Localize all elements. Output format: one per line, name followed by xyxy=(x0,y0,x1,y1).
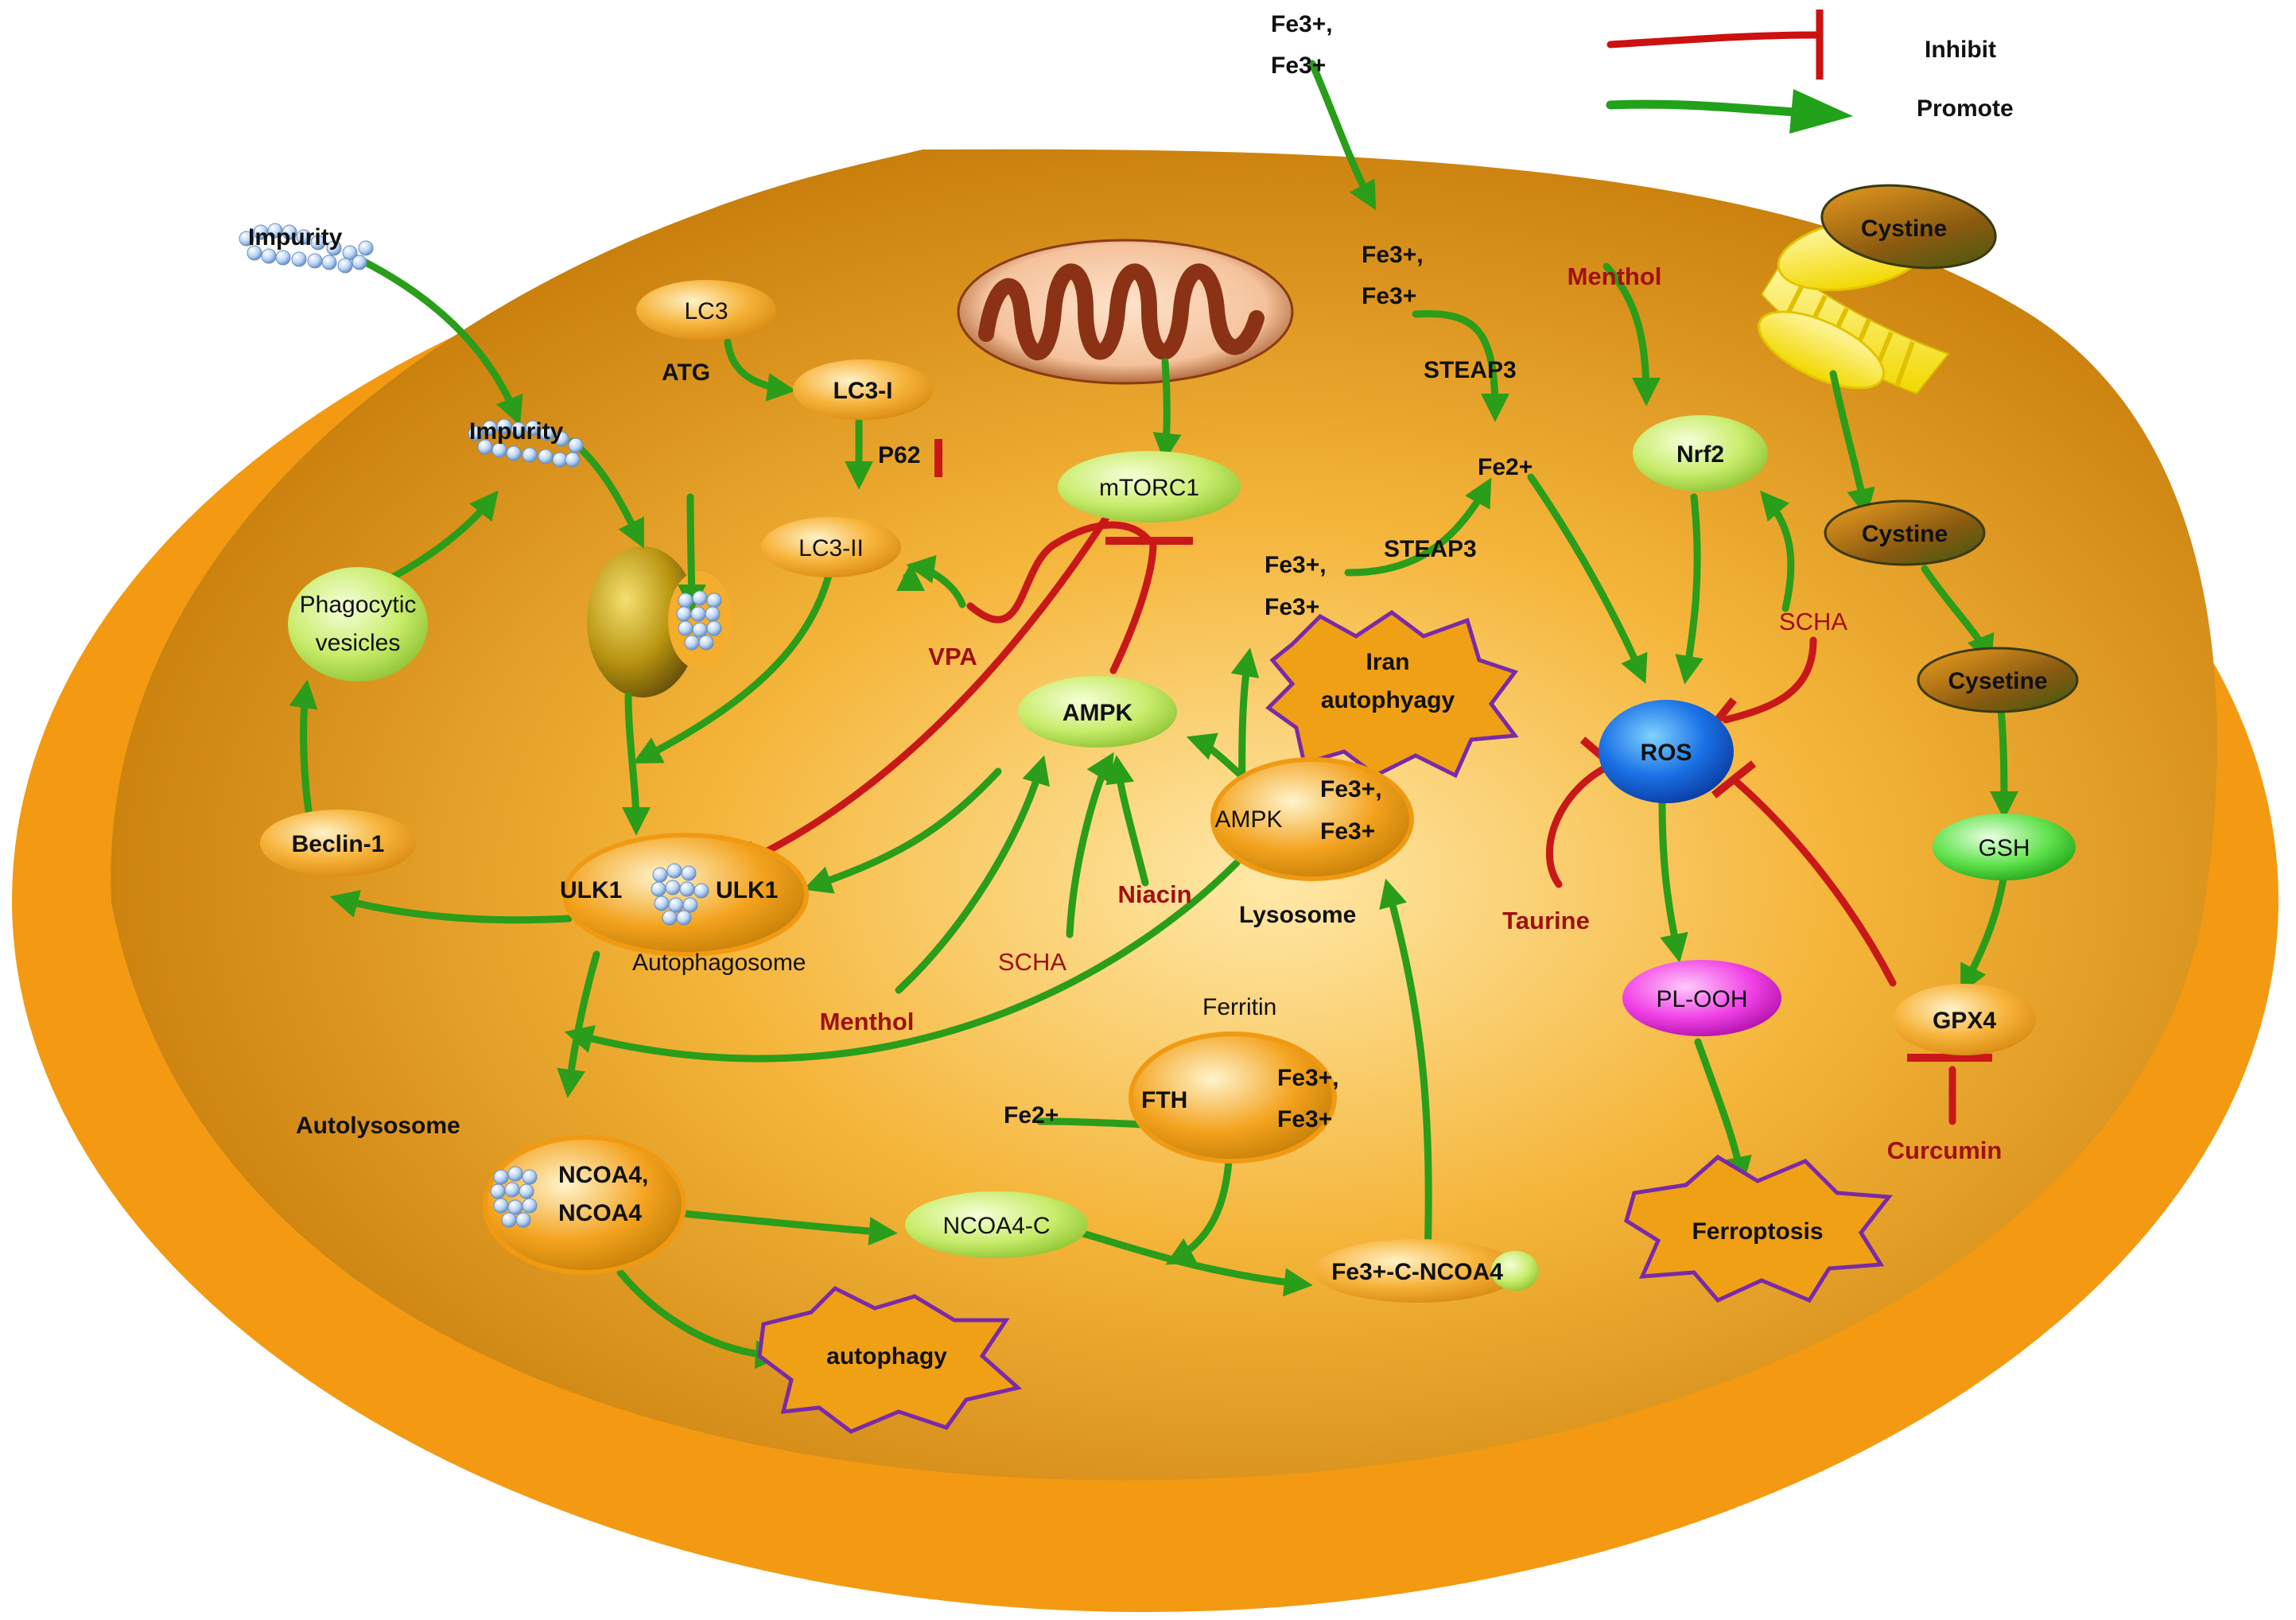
ferritin-body xyxy=(1129,1031,1337,1164)
lysosome-fe-line2: Fe3+ xyxy=(1320,818,1375,845)
beclin-node xyxy=(260,810,416,876)
fe3-c-ncoa4-label: Fe3+-C-NCOA4 xyxy=(1331,1259,1503,1285)
cysetine-label: Cysetine xyxy=(1948,668,2047,694)
menthol-nrf2-label: Menthol xyxy=(1568,262,1662,290)
ulk1-left-label: ULK1 xyxy=(560,877,622,903)
cystine-outer-node xyxy=(1820,184,1997,270)
autophagosome-label: Autophagosome xyxy=(632,950,806,976)
lc3-i-label: LC3-I xyxy=(833,378,893,404)
gsh-node xyxy=(1933,814,2076,880)
ferroptosis-star xyxy=(1624,1154,1893,1303)
taurine-inhibit-ros xyxy=(1545,759,1618,888)
legend: Inhibit Promote xyxy=(1606,10,2014,134)
promote-legend-label: Promote xyxy=(1917,95,2014,122)
ferritin-label: Ferritin xyxy=(1202,994,1276,1020)
fe3-c-ncoa4-tip xyxy=(1491,1251,1539,1291)
ampk-inhibit-mtorc1 xyxy=(1109,539,1157,674)
ncoa4-label-2: NCOA4 xyxy=(558,1200,642,1226)
iran-label-1: Iran xyxy=(1366,649,1409,675)
nrf2-node xyxy=(1633,415,1768,491)
pl-ooh-node xyxy=(1622,960,1781,1036)
ulk1-right-label: ULK1 xyxy=(716,877,778,903)
ampk-label: AMPK xyxy=(1063,700,1133,726)
external-fe3-line1: Fe3+, xyxy=(1271,11,1333,37)
nodes xyxy=(260,184,2079,1303)
scha-inhibit-ros xyxy=(1722,636,1817,724)
lysosome-label: Lysosome xyxy=(1239,902,1356,928)
nrf2-label: Nrf2 xyxy=(1676,441,1724,468)
cystine-inner-label: Cystine xyxy=(1862,521,1948,547)
ncoa4-label-1: NCOA4, xyxy=(558,1162,648,1188)
niacin-label: Niacin xyxy=(1117,880,1191,908)
fe2-main-label: Fe2+ xyxy=(1478,454,1533,480)
gpx4-inhibit-ros xyxy=(1730,775,1897,987)
menthol-ampk-label: Menthol xyxy=(820,1008,915,1035)
fe3-inner-line1: Fe3+, xyxy=(1362,242,1424,268)
gpx4-label: GPX4 xyxy=(1933,1008,1996,1034)
cystine-outer-label: Cystine xyxy=(1861,216,1947,242)
lysosome-ampk-label: AMPK xyxy=(1214,806,1282,833)
lysosome-fe-line1: Fe3+, xyxy=(1320,776,1382,802)
ros-node xyxy=(1599,700,1734,803)
atg-label: ATG xyxy=(662,359,710,386)
lysosome xyxy=(1210,757,1414,881)
autophagy-label: autophagy xyxy=(826,1343,947,1369)
scha-ampk-label: SCHA xyxy=(998,948,1066,976)
mtorc1-node xyxy=(1058,451,1241,523)
phagocytic-label-1: Phagocytic xyxy=(300,592,417,618)
fth-label: FTH xyxy=(1141,1087,1187,1113)
impurity-outer-label: Impurity xyxy=(248,224,343,251)
curcumin-label: Curcumin xyxy=(1887,1136,2003,1164)
mtorc1-inhibit-ulk1 xyxy=(748,505,1116,863)
p62-label: P62 xyxy=(878,442,920,468)
autolysosome xyxy=(483,1135,686,1275)
cysetine-node xyxy=(1917,647,2079,713)
fe2-ferritin-label: Fe2+ xyxy=(1004,1102,1059,1129)
beclin-label: Beclin-1 xyxy=(292,831,385,857)
autophagy-star xyxy=(757,1285,1023,1434)
cystine-inner-node xyxy=(1824,499,1986,566)
phagocytic-vesicles-node xyxy=(288,567,428,682)
vpa-label: VPA xyxy=(928,643,977,670)
ros-label: ROS xyxy=(1640,740,1692,766)
steap3-mid-label: STEAP3 xyxy=(1384,536,1477,562)
taurine-label: Taurine xyxy=(1502,907,1590,934)
mtorc1-label: mTORC1 xyxy=(1099,475,1199,501)
fe3-lys-line1: Fe3+, xyxy=(1265,552,1327,578)
gpx4-node xyxy=(1893,984,2036,1055)
lc3-label: LC3 xyxy=(684,298,728,324)
inhibit-legend-label: Inhibit xyxy=(1925,37,1996,63)
ncoa4-c-node xyxy=(905,1191,1088,1258)
lc3-node xyxy=(636,280,776,340)
pl-ooh-label: PL-OOH xyxy=(1656,986,1747,1012)
iran-label-2: autophyagy xyxy=(1321,687,1455,713)
promote-edges xyxy=(289,60,2018,1369)
gsh-label: GSH xyxy=(1978,835,2030,861)
ferritin-fe-line2: Fe3+ xyxy=(1277,1106,1332,1132)
iran-autophagy-star xyxy=(1265,609,1519,779)
ampk-node xyxy=(1018,676,1177,748)
inhibit-legend-symbol xyxy=(1606,10,1824,80)
labels: Fe3+, Fe3+ Impurity Cystine Impurity Pha… xyxy=(248,11,2048,1369)
scha-ros-label: SCHA xyxy=(1779,608,1847,635)
ncoa4-c-label: NCOA4-C xyxy=(942,1213,1050,1239)
fe3-lys-line2: Fe3+ xyxy=(1265,594,1319,620)
ferroptosis-label: Ferroptosis xyxy=(1692,1218,1823,1245)
fe3-inner-line2: Fe3+ xyxy=(1362,283,1416,309)
lc3-i-node xyxy=(793,359,933,420)
external-fe3-line2: Fe3+ xyxy=(1271,52,1326,79)
lc3-ii-node xyxy=(761,517,901,577)
ferritin-fe-line1: Fe3+, xyxy=(1277,1065,1339,1091)
autolysosome-label: Autolysosome xyxy=(296,1113,460,1139)
phagocytic-label-2: vesicles xyxy=(316,630,401,656)
lc3-ii-label: LC3-II xyxy=(798,535,864,561)
mitochondrion-icon xyxy=(957,239,1294,385)
vpa-inhibit-p62 xyxy=(966,521,1153,624)
inhibit-edges xyxy=(748,505,1956,1125)
steap3-top-label: STEAP3 xyxy=(1424,357,1517,383)
fe3-c-ncoa4-node xyxy=(1314,1239,1521,1303)
promote-legend-symbol xyxy=(1606,89,1853,134)
impurity-inner-label: Impurity xyxy=(469,418,564,445)
